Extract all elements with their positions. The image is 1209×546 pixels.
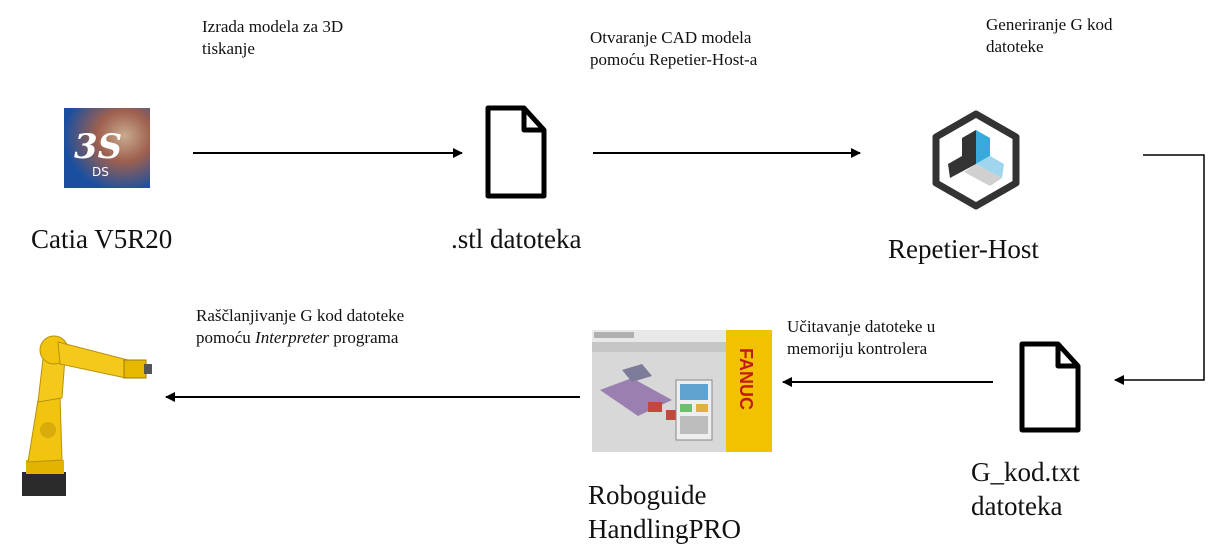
edge-label-suffix: programa xyxy=(329,328,399,347)
repetier-label: Repetier-Host xyxy=(888,234,1039,264)
roboguide-label-line: Roboguide xyxy=(588,480,707,510)
catia-label: Catia V5R20 xyxy=(31,224,173,254)
edge-label-line: tiskanje xyxy=(202,39,255,58)
interpreter-term: Interpreter xyxy=(255,328,329,347)
gcode-label: G_kod.txt datoteka xyxy=(971,455,1080,523)
document-icon xyxy=(1019,341,1081,433)
svg-text:DS: DS xyxy=(92,165,109,179)
gcode-label-line: G_kod.txt xyxy=(971,457,1080,487)
edge-label-stl-repetier: Otvaranje CAD modela pomoću Repetier-Hos… xyxy=(590,27,757,71)
edge-label-gcode-roboguide: Učitavanje datoteke u memoriju kontroler… xyxy=(787,316,935,360)
catia-logo: 3S DS xyxy=(64,108,150,188)
edge-label-line: Učitavanje datoteke u xyxy=(787,317,936,336)
edge-label-prefix: pomoću xyxy=(196,328,256,347)
edge-label-line: pomoću Repetier-Host-a xyxy=(590,50,758,69)
edge-label-line: Izrada modela za 3D xyxy=(202,17,344,36)
fanuc-brand: FANUC xyxy=(736,348,756,410)
edge-label-line: memoriju kontrolera xyxy=(787,339,928,358)
roboguide-label: Roboguide HandlingPRO xyxy=(588,478,741,546)
roboguide-label-line: HandlingPRO xyxy=(588,514,742,544)
repetier-logo xyxy=(932,110,1020,210)
edge-label-repetier-gcode: Generiranje G kod datoteke xyxy=(986,14,1113,58)
roboguide-image: FANUC xyxy=(592,330,772,452)
edge-label-line: Generiranje G kod xyxy=(986,15,1113,34)
robot-arm-image xyxy=(22,335,152,496)
edge-label-line: datoteke xyxy=(986,37,1044,56)
edge-label-line: pomoću Interpreter programa xyxy=(196,327,404,349)
stl-label: .stl datoteka xyxy=(451,224,582,254)
edge-label-line: Otvaranje CAD modela xyxy=(590,28,752,47)
edge-label-catia-stl: Izrada modela za 3D tiskanje xyxy=(202,16,343,60)
edge-label-roboguide-robot: Raščlanjivanje G kod datoteke pomoću Int… xyxy=(196,305,404,349)
edge-label-line: Raščlanjivanje G kod datoteke xyxy=(196,306,405,325)
svg-text:3S: 3S xyxy=(74,127,122,167)
arrow-repetier-to-gcode xyxy=(1114,154,1205,385)
gcode-label-line: datoteka xyxy=(971,491,1063,521)
document-icon xyxy=(485,105,547,199)
